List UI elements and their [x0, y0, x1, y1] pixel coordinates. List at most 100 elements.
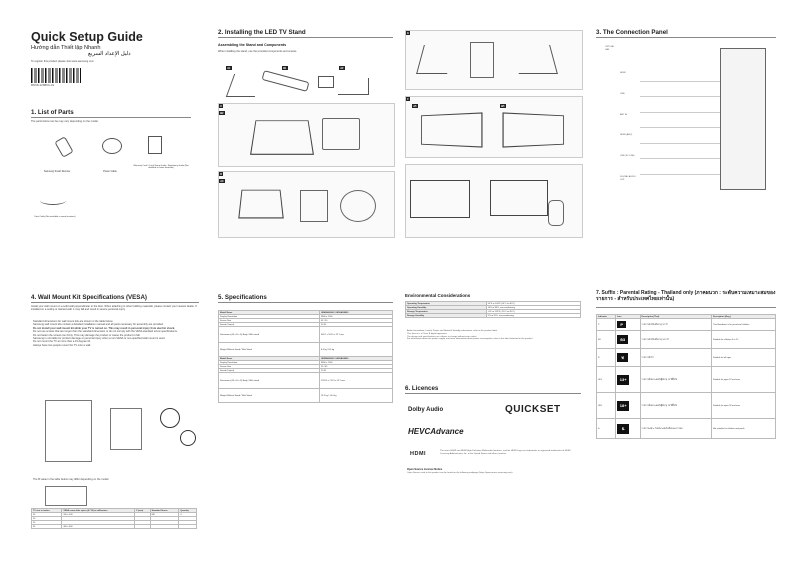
port-column: HDMI USB ANT IN HDMI (ARC) USB (5V 0.5A)…: [620, 62, 636, 182]
stand-tag-b4: B5: [500, 104, 506, 108]
port-list-label: OPTICAL LAN: [605, 46, 614, 52]
no-sign-icon-2: [180, 430, 196, 446]
wall-bullet-4: Do not use screws that are longer than t…: [33, 330, 178, 334]
barcode-number: BN68-12889A-01: [31, 83, 55, 87]
stand-tag-b1: B1: [282, 66, 288, 70]
tv-screen-icon: [250, 120, 314, 155]
section-specifications: 5. Specifications: [218, 294, 267, 301]
wall-bullet-1: Standard dimensions for wall mount kits …: [33, 320, 114, 323]
guide-subtitle-ar: دليل الإعداد السريع: [88, 51, 131, 57]
vesa-diagram-icon: [45, 486, 87, 506]
wall-intro: Install your wall mount on a solid wall …: [31, 305, 197, 312]
screw-detail-icon: [340, 190, 376, 222]
stand-bar-icon: [261, 70, 310, 92]
env-note-2: This device is a Class B digital apparat…: [407, 332, 448, 335]
stand-tag-a4: A5: [412, 104, 418, 108]
wall-bullet-7: Do not mount the TV at more than a 15 de…: [33, 340, 91, 344]
register-note: To register this product please visit ww…: [31, 60, 94, 63]
table-row: น13 13+ รายการที่เหมาะสมกับผู้มีอายุ 13 …: [595, 366, 777, 393]
section-licences: 6. Licences: [405, 385, 439, 392]
env-note-4: For information about the power supply, …: [407, 338, 533, 341]
conn-label-ant: ANT IN: [620, 113, 628, 116]
stand-tag-e: E: [406, 31, 411, 35]
screw-icon: [318, 76, 334, 88]
stand-tag-a2: A2: [339, 66, 345, 70]
stand-step-c: [218, 103, 395, 167]
barcode: [31, 68, 81, 83]
hdmi-logo: HDMI: [410, 451, 427, 457]
stand-leg-icon: [225, 74, 264, 97]
data-cable-icon: [40, 196, 66, 205]
part-label-data-cable: Data Cable (Not available in some locati…: [34, 216, 76, 218]
table-row: ฉ ฉ รายการเฉพาะ ไม่เหมาะสมกับเด็กและเยาว…: [595, 418, 777, 439]
wall-bullet-3: Do not install your wall mount kit while…: [33, 326, 175, 330]
wall-bullet-8: Always have two people mount the TV onto…: [33, 343, 91, 347]
dolby-logo: Dolby Audio: [408, 407, 444, 413]
env-note-1: Audio Intermittent, Lowest Power and Net…: [407, 330, 498, 332]
wall-bullet-5: Do not fasten the screws too firmly. Thi…: [33, 333, 141, 337]
table-row: ด3 ด3 รายการสำหรับเด็กอายุ 3-12 ปีSuitab…: [595, 330, 777, 349]
parts-note: The parts below can be may vary dependin…: [31, 120, 99, 123]
env-note-3: The design and specifications are subjec…: [407, 335, 477, 338]
stand-tag-b2: B2: [219, 111, 225, 115]
tv-screen-icon-5: [410, 180, 470, 218]
conn-label-hdmi: HDMI: [620, 72, 626, 74]
stand-note: When installing the stand, use the provi…: [218, 50, 298, 53]
section-suffix: 7. Suffix : Parental Rating - Thailand o…: [596, 290, 776, 302]
stand-detail-icon: [322, 118, 360, 150]
section-connection-panel: 3. The Connection Panel: [596, 29, 668, 36]
table-row: Dimensions (W x H x D) Body / With stand…: [218, 372, 394, 389]
connector-lines: [640, 66, 720, 186]
quickset-logo: QUICKSET: [505, 404, 561, 415]
guide-subtitle-vi: Hướng dẫn Thiết lập Nhanh: [31, 45, 101, 51]
panel-back-icon: [720, 48, 766, 190]
documents-icon: [148, 136, 162, 154]
stand-tag-c: C: [219, 104, 224, 108]
stand-foot-icon: [338, 78, 369, 95]
section-installing-stand: 2. Installing the LED TV Stand: [218, 29, 306, 36]
wall-bullets: Standard dimensions for wall mount kits …: [33, 320, 198, 347]
stand-part-icon-3: [511, 45, 558, 74]
rating-icon: P: [617, 321, 627, 328]
wall-bullet-6: Samsung is not liable for product damage…: [33, 337, 166, 341]
tv-screen-icon-2: [238, 189, 284, 219]
table-row: น18 18+ รายการที่เหมาะสมกับผู้มีอายุ 18 …: [595, 392, 777, 419]
wall-fig-note: The B value in the table below may diffe…: [33, 478, 110, 481]
hand-icon: [548, 200, 564, 226]
tv-front-icon: [490, 180, 548, 216]
rating-icon: 13+: [617, 374, 630, 385]
part-label-documents: Warranty Card / Quick Setup Guide / Regu…: [133, 165, 189, 169]
env-notes: Audio Intermittent, Lowest Power and Net…: [407, 330, 579, 341]
stand-leg-detail-icon: [300, 190, 328, 222]
stand-part-icon-2: [470, 42, 494, 78]
stand-tag-d: D: [219, 172, 224, 176]
table-row: P P รายการสำหรับเด็กอายุ 3-5 ปีThis Broa…: [595, 318, 777, 331]
oss-text: Open Source used in this product can be …: [407, 472, 513, 474]
conn-label-usb: USB: [620, 92, 625, 95]
conn-label-digital-audio: DIGITAL AUDIO OUT: [620, 175, 636, 181]
stand-tag-f: F: [406, 97, 410, 101]
power-cable-icon: [102, 138, 122, 154]
table-row: Dimensions (W x H x D) Body / With stand…: [218, 326, 394, 343]
wall-diagram-icon: [45, 400, 92, 462]
part-label-power-cable: Power Cable: [103, 170, 117, 173]
guide-title: Quick Setup Guide: [31, 30, 143, 44]
conn-label-optical: OPTICAL: [605, 46, 615, 48]
hdmi-text: The terms HDMI and HDMI High-Definition …: [440, 450, 571, 455]
rating-icon: ฉ: [617, 423, 630, 434]
hevc-logo: HEVCAdvance: [408, 427, 464, 436]
no-sign-icon: [160, 408, 180, 428]
wall-bullet-2: Samsung wall mount kits contain a detail…: [33, 323, 164, 327]
section-list-of-parts: 1. List of Parts: [31, 109, 74, 116]
stand-step-f: [405, 96, 583, 158]
stand-tag-a3: A3: [219, 179, 225, 183]
conn-label-usb-5v: USB (5V 0.5A): [620, 155, 635, 158]
part-label-remote: Samsung Smart Remote: [43, 170, 71, 173]
